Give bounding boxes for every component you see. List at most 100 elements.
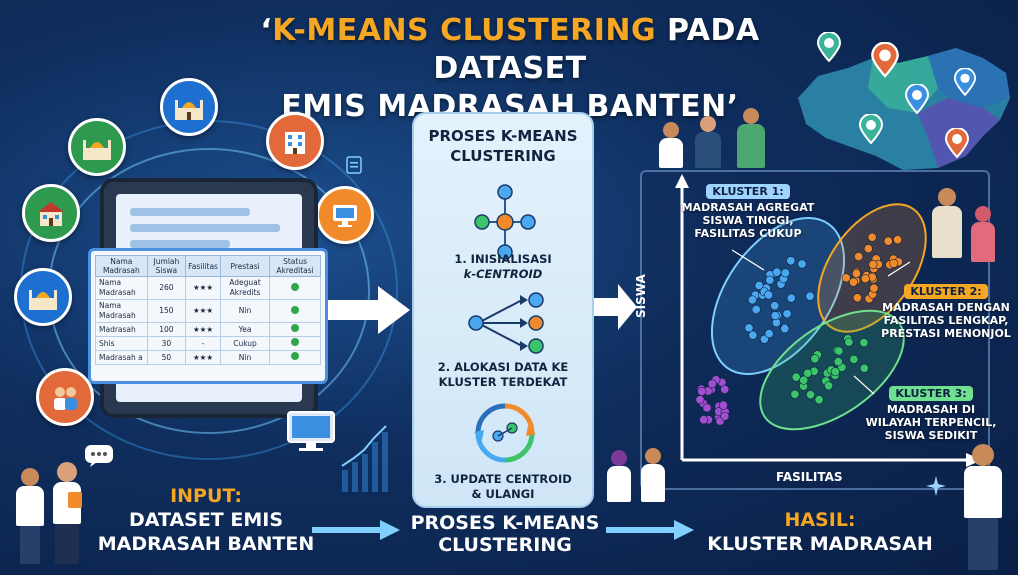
cluster-2-title: KLUSTER 2: [904, 284, 988, 299]
cluster-1-point [765, 275, 775, 285]
cell-nama: Shis [95, 336, 148, 351]
check-icon [291, 282, 300, 291]
cluster-2-point [841, 273, 851, 283]
cluster-4-point [720, 411, 730, 421]
cluster-3-title: KLUSTER 3: [889, 386, 973, 401]
result-label: HASIL: KLUSTER MADRASAH [707, 509, 933, 555]
cluster-3-point [806, 390, 816, 400]
cell-fasilitas: ★★★ [185, 350, 221, 365]
cluster-4-point [695, 395, 705, 405]
presenter-figure [928, 186, 964, 258]
title-highlight: K-MEANS CLUSTERING [272, 13, 657, 48]
column-header: Prestasi [219, 255, 271, 277]
mosque-icon [160, 78, 218, 136]
column-header: Jumlah Siswa [146, 255, 187, 277]
process-card: PROSES K-MEANS CLUSTERING 1. INISIALISAS… [412, 112, 594, 508]
cell-fasilitas: ★★★ [185, 299, 221, 323]
table-row: Shis 30 - Cukup [95, 336, 321, 351]
cluster-3-point [849, 354, 859, 364]
student-figure [638, 446, 668, 504]
screen-bar [130, 240, 230, 248]
cluster-4-point [702, 403, 712, 413]
student-figure [48, 458, 86, 566]
cell-prestasi: Cukup [219, 336, 271, 351]
data-allocation-icon [464, 290, 548, 356]
cell-nama: Madrasah [95, 322, 148, 337]
students-icon [36, 368, 94, 426]
cluster-2-point [863, 244, 873, 254]
document-icon [346, 156, 362, 174]
dataset-table-card: Nama Madrasah Jumlah Siswa Fasilitas Pre… [88, 248, 328, 384]
cluster-2-point [868, 260, 878, 270]
screen-bar [130, 208, 250, 216]
table-row: Nama Madrasah 150 ★★★ Nin [95, 299, 321, 323]
teacher-figure [692, 114, 724, 168]
check-icon [291, 305, 300, 314]
student-figure [12, 462, 48, 566]
title-line-1: ‘K-MEANS CLUSTERING PADA DATASET [260, 13, 760, 86]
cluster-2-point [854, 252, 864, 262]
map-pin-icon [858, 113, 884, 145]
cell-fasilitas: ★★★ [185, 276, 221, 300]
cluster-3-point [833, 357, 843, 367]
cluster-3-point [791, 372, 801, 382]
process-step-2: 2. ALOKASI DATA KE KLUSTER TERDEKAT [437, 360, 569, 389]
cell-prestasi: Adeguat Akredits [219, 276, 271, 300]
map-pin-icon [944, 127, 970, 159]
cluster-3-point [844, 337, 854, 347]
cluster-1-label: KLUSTER 1: MADRASAH AGREGAT SISWA TINGGI… [681, 184, 815, 240]
cluster-1-point [797, 259, 807, 269]
cell-status [269, 336, 321, 351]
student-figure [604, 448, 634, 504]
cluster-1-point [747, 295, 757, 305]
page-title: ‘K-MEANS CLUSTERING PADA DATASET EMIS MA… [200, 12, 820, 126]
cluster-1-point [772, 267, 782, 277]
column-header: Status Akreditasi [269, 255, 321, 277]
cluster-3-point [830, 367, 840, 377]
cluster-2-point [867, 232, 877, 242]
cluster-2-point [852, 293, 862, 303]
cell-nama: Nama Madrasah [95, 276, 148, 300]
screen-bar [130, 224, 280, 232]
check-icon [291, 338, 300, 346]
check-icon [291, 352, 300, 360]
cluster-3-point [810, 354, 820, 364]
cluster-3-point [859, 338, 869, 348]
cluster-2-point [883, 236, 893, 246]
update-cycle-icon [470, 398, 540, 468]
monitor-icon [316, 186, 374, 244]
cell-nama: Nama Madrasah [95, 299, 148, 323]
process-card-title: PROSES K-MEANS CLUSTERING [428, 127, 578, 165]
cell-status [269, 299, 321, 323]
cluster-2-point [848, 277, 858, 287]
cluster-1-point [759, 334, 769, 344]
column-header: Nama Madrasah [95, 255, 148, 277]
cluster-3-point [859, 363, 869, 373]
table-row: Madrasah 100 ★★★ Yea [95, 322, 321, 337]
cell-prestasi: Nin [219, 299, 271, 323]
presenter-figure [968, 204, 998, 262]
cluster-1-point [780, 324, 790, 334]
process-step-1: 1. INISIALISASI k-CENTROID [414, 252, 592, 282]
cell-siswa: 30 [146, 336, 187, 351]
cluster-2-label: KLUSTER 2: MADRASAH DENGAN FASILITAS LEN… [881, 284, 1011, 340]
process-label: PROSES K-MEANS CLUSTERING [410, 512, 600, 556]
cluster-chart-panel [640, 170, 990, 490]
y-axis-label: SISWA [634, 274, 648, 318]
chat-bubble-icon [84, 444, 114, 468]
cluster-2-point [893, 235, 903, 245]
cluster-scatter-svg [675, 174, 982, 467]
monitor-icon [286, 410, 336, 454]
cell-siswa: 260 [146, 276, 187, 300]
teacher-figure [734, 106, 768, 168]
cell-status [269, 350, 321, 365]
step-1-italic: k-CENTROID [463, 267, 543, 281]
cluster-1-point [751, 305, 761, 315]
cluster-3-point [790, 389, 800, 399]
cluster-1-point [770, 301, 780, 311]
cluster-1-point [770, 311, 780, 321]
cell-siswa: 100 [146, 322, 187, 337]
map-pin-icon [904, 83, 930, 115]
cluster-2-point [860, 274, 870, 284]
table-row: Madrasah a 50 ★★★ Nin [95, 350, 321, 365]
